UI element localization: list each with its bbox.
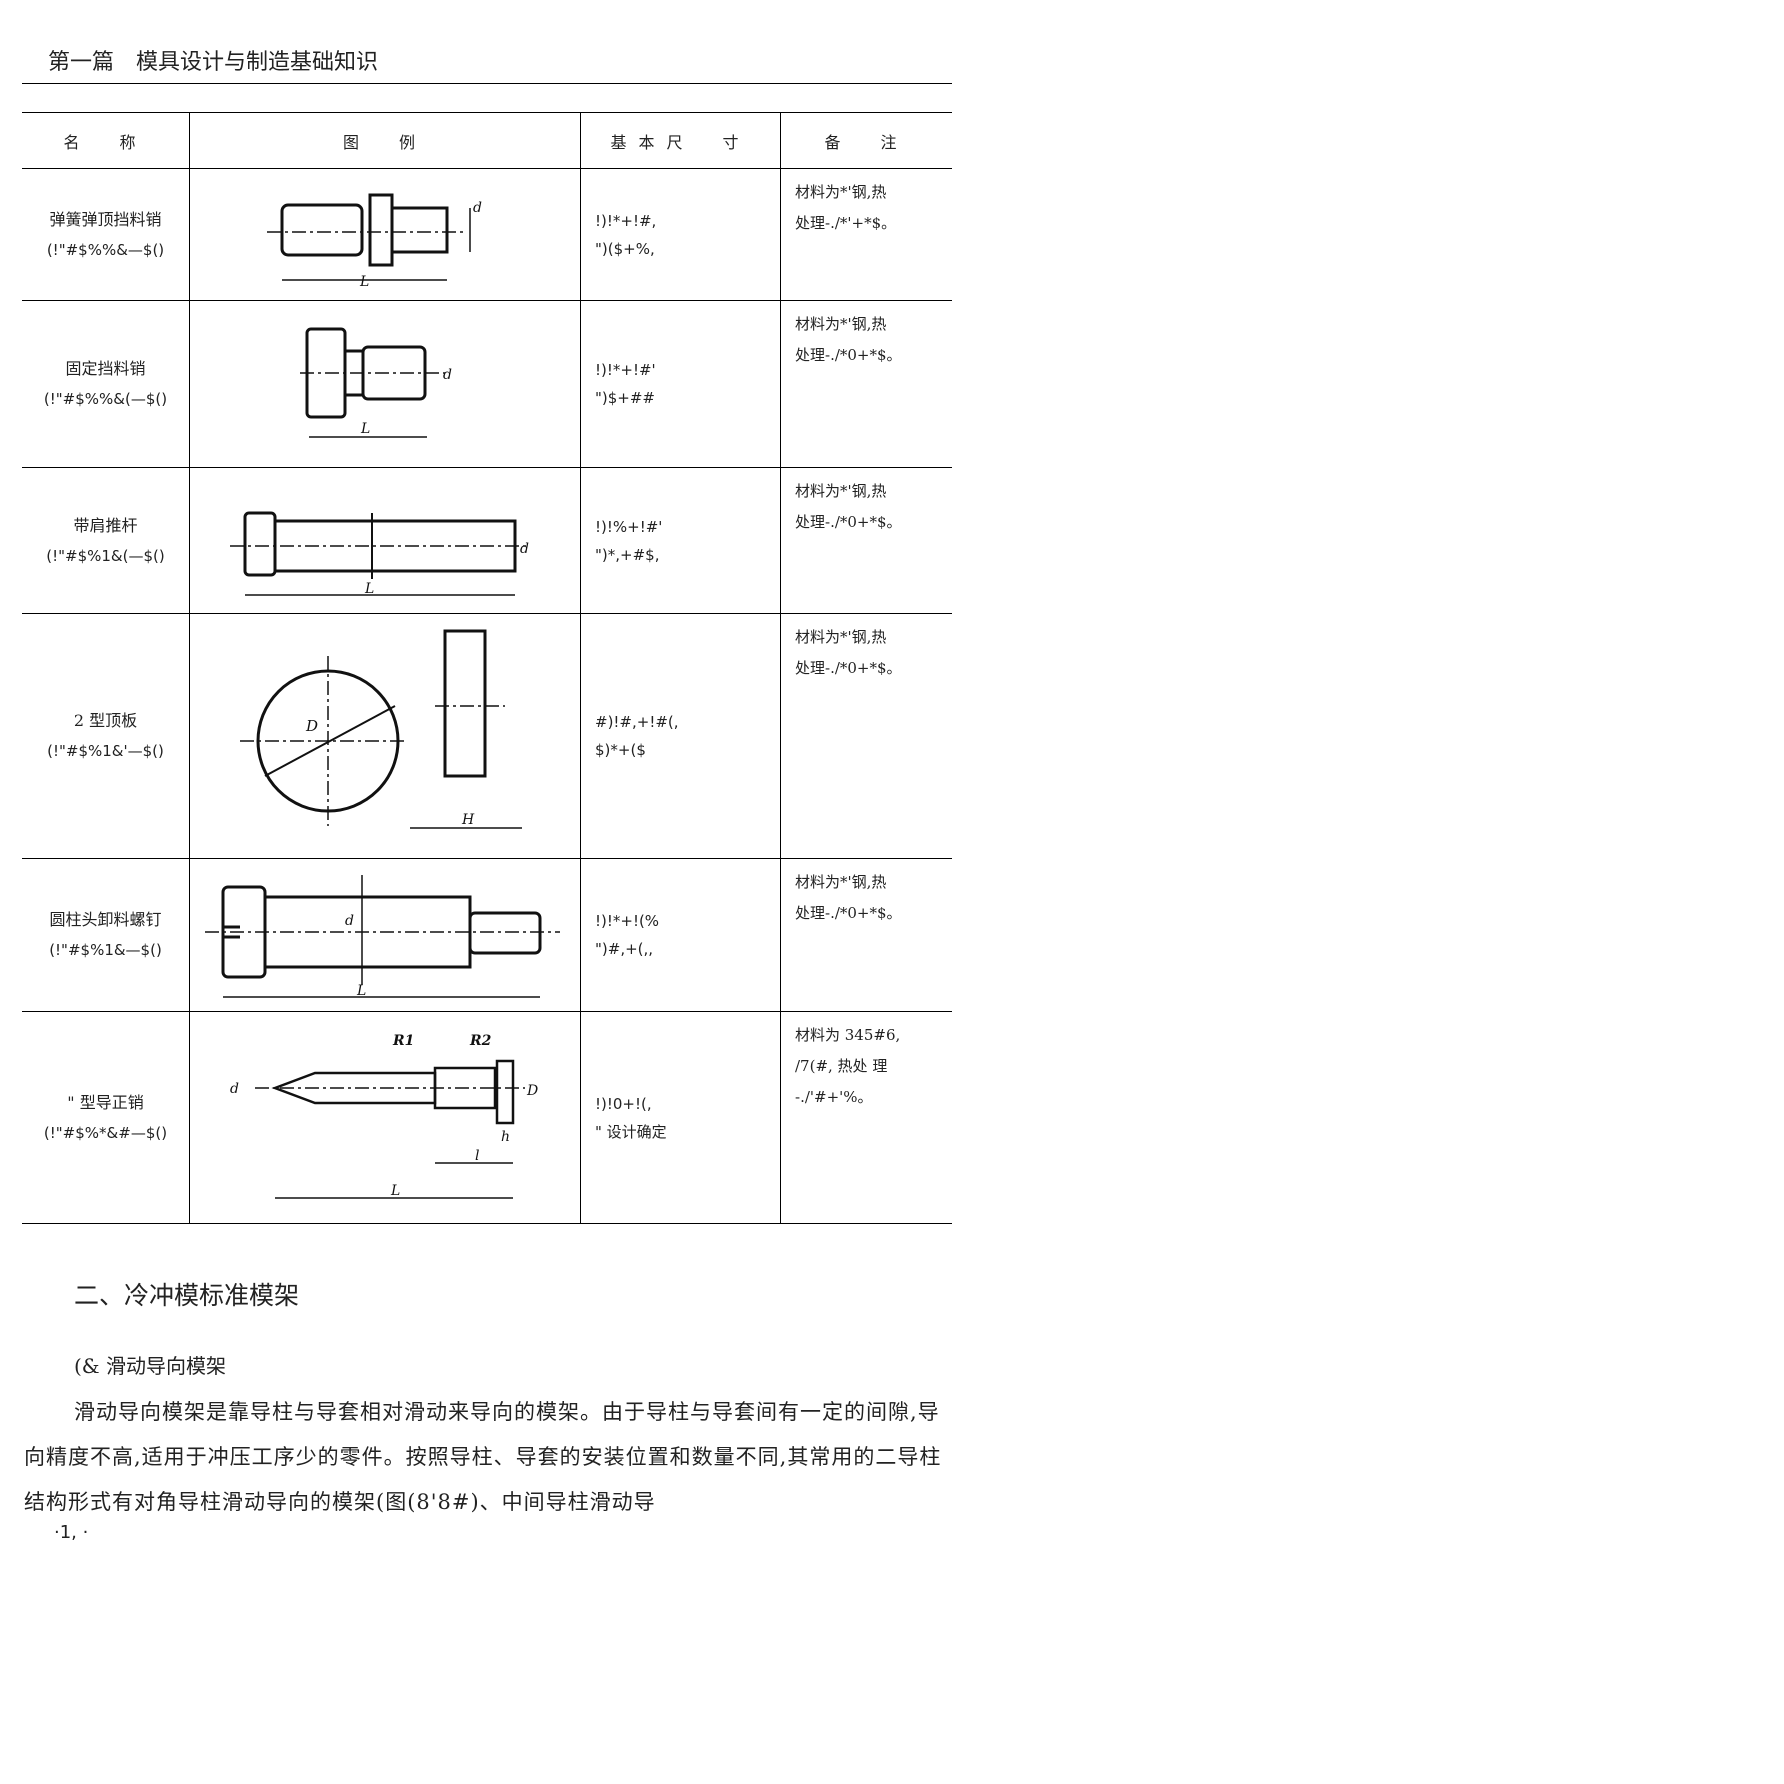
note-line: 材料为*'钢,热 xyxy=(795,315,887,333)
part-name: 带肩推杆 xyxy=(73,515,138,535)
part-name: 弹簧弹顶挡料销 xyxy=(49,209,162,229)
part-code: (!"#$%*&#—$() xyxy=(43,1123,168,1142)
svg-text:L: L xyxy=(364,581,374,597)
part-code: (!"#$%1&'—$() xyxy=(47,742,164,760)
size-line: $)*+($ xyxy=(595,741,646,759)
size-line: !)!0+!(, xyxy=(595,1094,652,1113)
size-line: !)!*+!#, xyxy=(595,211,657,230)
part-code: (!"#$%1&—$() xyxy=(49,941,162,959)
part-code: (!"#$%%&—$() xyxy=(46,240,165,259)
size-line: ")*,+#$, xyxy=(595,545,660,564)
part-code: (!"#$%%&(—$() xyxy=(43,390,168,408)
svg-text:d: d xyxy=(520,541,529,557)
svg-text:d: d xyxy=(345,913,354,929)
note-line: 处理-./*0+*$。 xyxy=(795,346,902,364)
note-line: 材料为*'钢,热 xyxy=(795,873,887,891)
ejector-plate-figure: DH xyxy=(240,629,522,829)
body-paragraph: 滑动导向模架是靠导柱与导套相对滑动来导向的模架。由于导柱与导套间有一定的间隙,导… xyxy=(24,1400,942,1514)
size-line: ")$+## xyxy=(595,389,655,407)
shoulder-push-rod-figure: Ld xyxy=(230,511,530,597)
svg-text:L: L xyxy=(356,983,366,999)
col-note: 备 注 xyxy=(780,112,952,169)
svg-text:d: d xyxy=(230,1081,239,1097)
part-name: 2 型顶板 xyxy=(73,711,138,730)
part-name: " 型导正销 xyxy=(67,1092,144,1112)
svg-text:L: L xyxy=(359,274,369,290)
col-size: 基本尺 寸 xyxy=(580,112,781,169)
col-name: 名 称 xyxy=(22,112,190,169)
note-line: 处理-./*0+*$。 xyxy=(795,904,902,922)
note-line: 处理-./*0+*$。 xyxy=(795,513,902,531)
running-header: 第一篇 模具设计与制造基础知识 xyxy=(48,50,379,75)
section-title: 二、冷冲模标准模架 xyxy=(74,1281,300,1310)
part-code: (!"#$%1&(—$() xyxy=(46,546,165,565)
note-line: 处理-./*0+*$。 xyxy=(795,659,902,677)
header-rule xyxy=(22,83,952,84)
size-line: #)!#,+!#(, xyxy=(595,713,679,731)
size-line: !)!%+!#' xyxy=(595,517,663,536)
svg-text:L: L xyxy=(360,421,370,437)
svg-text:d: d xyxy=(443,367,452,383)
note-line: /7(#, 热处 理 xyxy=(795,1057,888,1075)
fixed-stop-pin-figure: Ld xyxy=(300,327,452,438)
table-header-row: 名 称 图 例 基本尺 寸 备 注 xyxy=(22,112,952,169)
size-line: !)!*+!(% xyxy=(595,912,660,930)
svg-text:D: D xyxy=(305,717,318,735)
note-line: 材料为*'钢,热 xyxy=(795,482,887,500)
svg-text:h: h xyxy=(501,1129,510,1145)
note-line: 处理-./*'+*$。 xyxy=(795,214,897,232)
note-line: 材料为 345#6, xyxy=(795,1026,901,1044)
svg-text:l: l xyxy=(475,1148,479,1164)
col-figure: 图 例 xyxy=(189,112,581,169)
svg-text:d: d xyxy=(473,200,482,216)
note-line: 材料为*'钢,热 xyxy=(795,628,887,646)
page-number: ·1, · xyxy=(54,1522,89,1543)
spring-stop-pin-figure: Ld xyxy=(267,193,482,290)
subsection-title: (& 滑动导向模架 xyxy=(74,1354,226,1378)
note-line: -./'#+'%。 xyxy=(795,1088,873,1106)
size-line: " 设计确定 xyxy=(595,1122,667,1141)
part-name: 圆柱头卸料螺钉 xyxy=(49,910,162,929)
svg-text:H: H xyxy=(461,812,475,828)
size-line: !)!*+!#' xyxy=(595,361,656,379)
note-line: 材料为*'钢,热 xyxy=(795,183,887,201)
svg-text:D: D xyxy=(526,1083,538,1099)
svg-text:L: L xyxy=(390,1183,400,1199)
part-name: 固定挡料销 xyxy=(65,359,146,378)
size-line: ")($+%, xyxy=(595,239,655,258)
svg-text:R1: R1 xyxy=(392,1033,414,1049)
stripper-screw-figure: Ld xyxy=(205,875,560,999)
svg-text:R2: R2 xyxy=(469,1033,492,1049)
size-line: ")#,+(,, xyxy=(595,940,654,958)
